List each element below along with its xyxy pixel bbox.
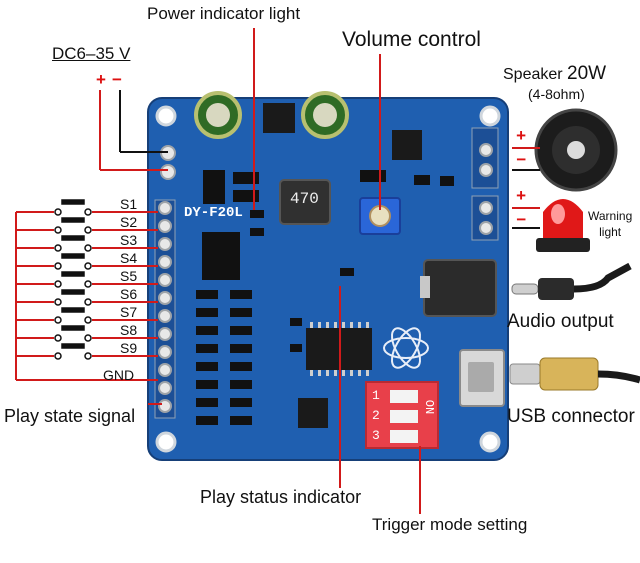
switch-label-s9: S9 — [120, 340, 138, 356]
capacitor-right — [301, 91, 349, 139]
dip-label-2: 2 — [372, 408, 380, 423]
board-logo — [383, 327, 429, 369]
gnd-label: GND — [103, 367, 135, 383]
audio-jack-socket — [423, 259, 497, 317]
switch-label-s3: S3 — [120, 232, 138, 248]
dip-switch-levers — [390, 390, 418, 443]
inductor — [279, 179, 331, 225]
power-indicator-label: Power indicator light — [147, 4, 301, 23]
switch-label-s5: S5 — [120, 268, 138, 284]
switch-label-s8: S8 — [120, 322, 138, 338]
mounting-holes — [155, 105, 501, 453]
dc-plus: + — [96, 70, 106, 89]
switch-label-s6: S6 — [120, 286, 138, 302]
dc-input-label: DC6–35 V — [52, 44, 131, 63]
dc-minus: − — [111, 70, 122, 89]
dc-polarity-label: +− — [96, 70, 122, 90]
leader-lines — [99, 28, 540, 514]
switch-label-s2: S2 — [120, 214, 138, 230]
audio-plug-image — [511, 262, 632, 300]
trigger-mode-setting-label: Trigger mode setting — [372, 515, 528, 534]
top-ic — [263, 103, 295, 133]
warning-plus: + — [516, 188, 527, 207]
warning-light-line-2: light — [599, 225, 622, 239]
left-header-pins — [160, 145, 176, 180]
speaker-plus: + — [516, 128, 527, 147]
audio-output-label: Audio output — [507, 311, 614, 332]
secondary-ic — [298, 398, 328, 428]
io-header-pins — [158, 201, 172, 413]
inductor-marking: 470 — [290, 190, 319, 208]
switch-label-s7: S7 — [120, 304, 138, 320]
speaker-impedance-label: (4-8ohm) — [528, 86, 585, 102]
smd-components — [202, 170, 454, 352]
speaker-label: Speaker 20W — [503, 63, 606, 85]
warning-light-label: Warning light — [588, 208, 632, 240]
capacitor-left — [194, 91, 242, 139]
warning-minus: − — [516, 212, 527, 231]
resistor-array — [196, 290, 252, 425]
usb-connector-label: USB connector — [507, 406, 635, 427]
board-model-label: DY-F20L — [184, 205, 243, 221]
speaker-image — [534, 108, 618, 192]
right-top-ic — [392, 130, 422, 160]
speaker-minus: − — [516, 152, 527, 171]
usb-plug-image — [509, 357, 640, 391]
warning-light-image — [536, 199, 590, 252]
warning-light-line-1: Warning — [588, 209, 633, 223]
play-state-signal-label: Play state signal — [4, 406, 136, 426]
switch-label-s4: S4 — [120, 250, 138, 266]
switch-wiring — [15, 211, 158, 381]
switch-label-s1: S1 — [120, 196, 138, 212]
warning-terminals — [479, 201, 493, 235]
play-status-indicator-label: Play status indicator — [200, 487, 362, 507]
dip-label-1: 1 — [372, 388, 380, 403]
dip-on-label: ON — [422, 399, 437, 415]
push-buttons — [54, 199, 92, 360]
dip-label-3: 3 — [372, 428, 380, 443]
speaker-power: 20W — [567, 63, 607, 84]
speaker-name: Speaker — [503, 66, 563, 83]
volume-control-label: Volume control — [342, 28, 481, 51]
speaker-terminals — [479, 143, 493, 177]
